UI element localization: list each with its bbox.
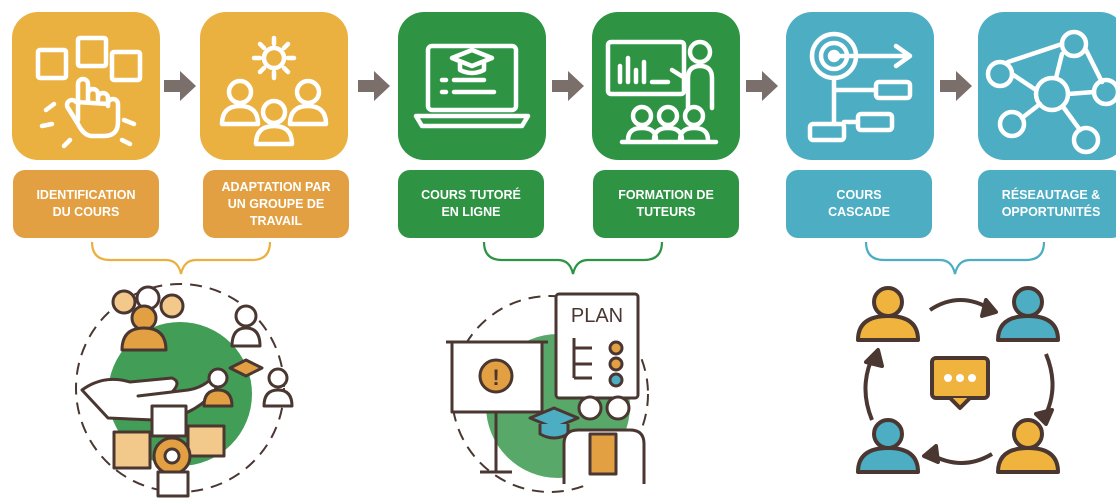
step-tile-adaptation [200,12,348,160]
teacher-classroom-icon [605,39,719,145]
step-tile-networking [978,12,1116,160]
svg-text:!: ! [492,365,499,390]
arrow-right-icon [940,71,972,101]
hand-touch-screens-icon [35,35,143,149]
training-plan-icon: PLAN ! [446,292,649,493]
step-label-tutor-training: FORMATION DE TUTEURS [593,170,739,238]
step-label-cascade: COURS CASCADE [786,170,932,238]
network-people-icon [985,29,1116,155]
step-label-networking: RÉSEAUTAGE & OPPORTUNITÉS [978,170,1116,238]
plan-sign-text: PLAN [571,305,623,327]
group-brace-orange [90,241,272,275]
laptop-graduation-cap-icon [413,43,531,129]
arrow-right-icon [746,71,778,101]
step-tile-cascade [786,12,934,160]
step-label-adaptation: ADAPTATION PAR UN GROUPE DE TRAVAIL [203,170,349,238]
arrow-right-icon [552,71,584,101]
group-gear-icon [219,35,329,147]
step-tile-tutor-training [592,12,740,160]
step-tile-online-course [398,12,546,160]
group-brace-green [482,241,664,275]
arrow-right-icon [358,71,390,101]
step-tile-identification [12,12,160,160]
group-brace-teal [864,241,1046,275]
target-flowchart-icon [807,31,913,143]
step-label-identification: IDENTIFICATION DU COURS [13,170,159,238]
arrow-right-icon [164,71,196,101]
community-collaboration-icon [75,283,294,498]
step-label-online-course: COURS TUTORÉ EN LIGNE [398,170,544,238]
peer-exchange-cycle-icon [856,286,1060,474]
